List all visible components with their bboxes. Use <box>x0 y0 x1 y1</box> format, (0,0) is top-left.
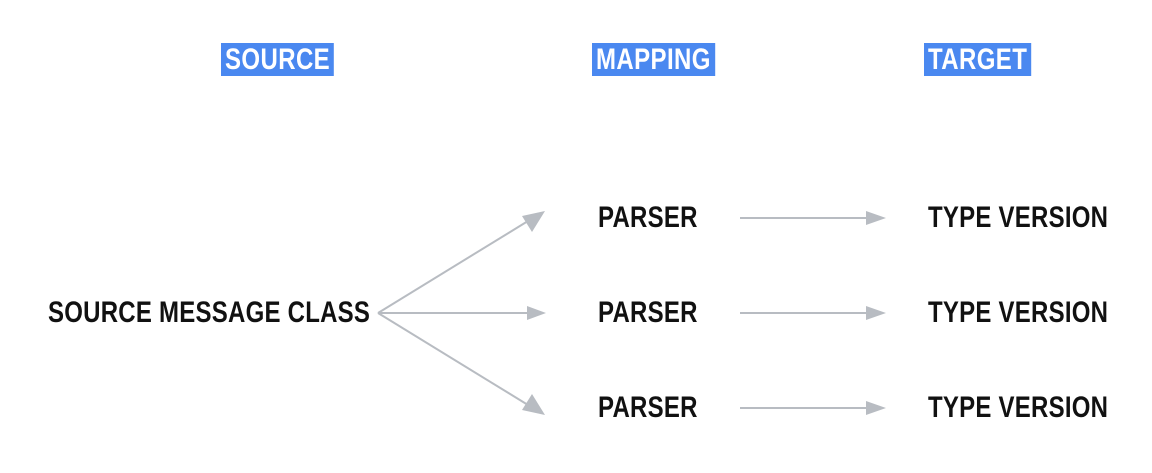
node-parser-row-0: PARSER <box>598 201 698 234</box>
node-type-version-row-0: TYPE VERSION <box>928 201 1109 234</box>
edge-parser-1-to-type-version-1 <box>740 306 886 320</box>
node-parser-row-2: PARSER <box>598 391 698 424</box>
node-parser-row-1: PARSER <box>598 296 698 329</box>
column-header-source: SOURCE <box>221 43 335 76</box>
edge-parser-0-to-type-version-0 <box>740 211 886 225</box>
edge-source-to-parser-2 <box>377 312 545 415</box>
edge-source-to-parser-1 <box>378 306 546 320</box>
node-source-message-class: SOURCE MESSAGE CLASS <box>48 296 371 329</box>
node-type-version-row-2: TYPE VERSION <box>928 391 1109 424</box>
column-header-mapping: MAPPING <box>592 43 715 76</box>
node-type-version-row-1: TYPE VERSION <box>928 296 1109 329</box>
column-header-target: TARGET <box>924 43 1032 76</box>
edge-source-to-parser-0 <box>377 211 545 314</box>
edge-parser-2-to-type-version-2 <box>740 401 886 415</box>
